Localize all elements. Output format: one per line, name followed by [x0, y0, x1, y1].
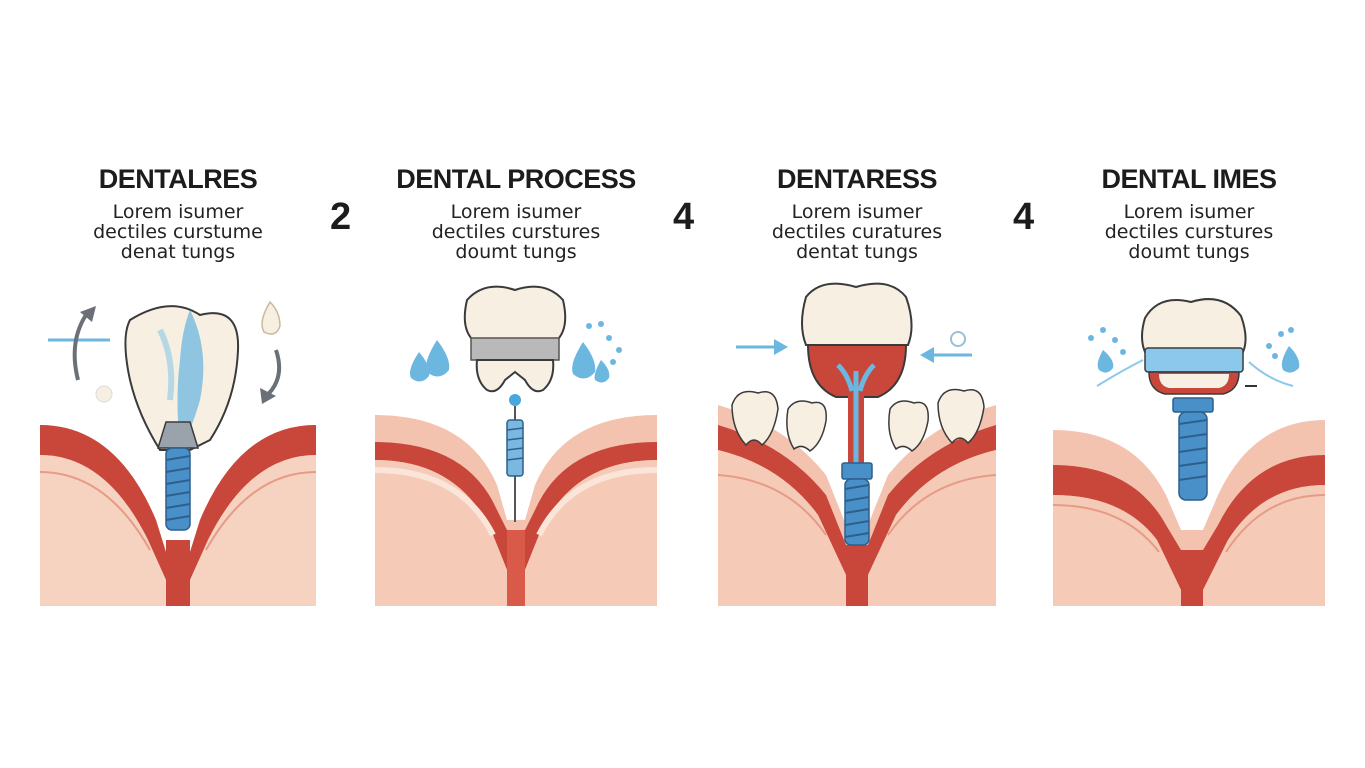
step-description-line: dectiles curstume	[93, 221, 263, 243]
step-panel-3: DENTARESS Lorem isumer dectiles curature…	[718, 0, 996, 768]
step-panel-4: DENTAL IMES Lorem isumer dectiles curstu…	[1053, 0, 1325, 768]
illustration-final-implant	[1053, 298, 1325, 606]
step-panel-1: DENTALRES Lorem isumer dectiles curstume…	[40, 0, 316, 768]
step-description: Lorem isumer dectiles curstures doumt tu…	[1053, 202, 1325, 262]
illustration-tooth-extraction	[40, 300, 316, 606]
step-description: Lorem isumer dectiles curatures dentat t…	[718, 202, 996, 262]
step-description-line: doumt tungs	[455, 241, 577, 263]
step-description-line: Lorem isumer	[791, 201, 923, 223]
step-description-line: denat tungs	[120, 241, 236, 263]
step-description: Lorem isumer dectiles curstume denat tun…	[40, 202, 316, 262]
step-panel-2: DENTAL PROCESS Lorem isumer dectiles cur…	[375, 0, 657, 768]
step-description-line: dectiles curstures	[1104, 221, 1274, 243]
step-description-line: doumt tungs	[1128, 241, 1250, 263]
step-description-line: dectiles curstures	[431, 221, 601, 243]
step-description-line: dentat tungs	[796, 241, 918, 263]
step-number: 2	[330, 196, 352, 238]
illustration-crown-attachment	[718, 282, 996, 606]
step-number: 4	[673, 196, 695, 238]
step-number: 4	[1013, 196, 1035, 238]
step-title: DENTAL IMES	[1101, 164, 1277, 194]
step-title: DENTALRES	[98, 164, 258, 194]
step-description-line: Lorem isumer	[1123, 201, 1255, 223]
step-title: DENTARESS	[776, 164, 938, 194]
step-description-line: dectiles curatures	[771, 221, 943, 243]
illustration-post-placement	[375, 285, 657, 606]
step-description-line: Lorem isumer	[112, 201, 244, 223]
step-description-line: Lorem isumer	[450, 201, 582, 223]
step-title: DENTAL PROCESS	[396, 164, 636, 194]
step-description: Lorem isumer dectiles curstures doumt tu…	[375, 202, 657, 262]
